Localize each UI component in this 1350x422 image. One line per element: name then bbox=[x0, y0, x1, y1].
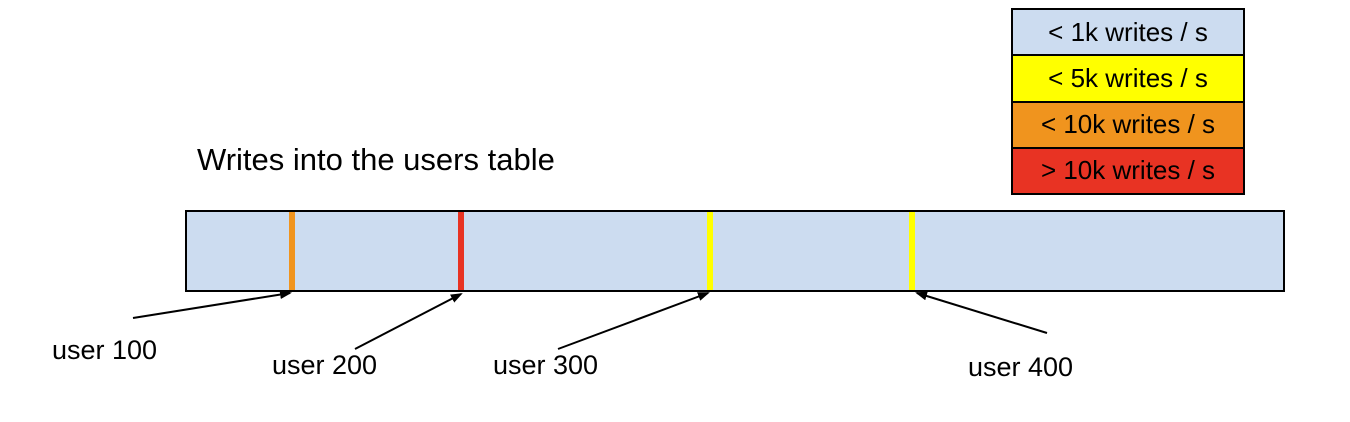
arrow-user-200 bbox=[354, 293, 463, 350]
write-hotspot-user-200 bbox=[458, 212, 464, 290]
legend-row-lt-10k: < 10k writes / s bbox=[1013, 102, 1243, 149]
legend-row-lt-1k: < 1k writes / s bbox=[1013, 10, 1243, 57]
write-hotspot-user-400 bbox=[909, 212, 915, 290]
arrow-user-100 bbox=[132, 290, 292, 319]
diagram-title: Writes into the users table bbox=[197, 142, 555, 177]
legend: < 1k writes / s < 5k writes / s < 10k wr… bbox=[1011, 8, 1245, 195]
label-user-200: user 200 bbox=[272, 350, 378, 380]
label-user-300: user 300 bbox=[493, 350, 599, 380]
label-user-100: user 100 bbox=[52, 335, 158, 365]
write-hotspot-user-100 bbox=[289, 212, 295, 290]
legend-row-gt-10k: > 10k writes / s bbox=[1013, 148, 1243, 193]
arrow-user-400 bbox=[915, 291, 1048, 334]
label-user-400: user 400 bbox=[968, 352, 1074, 382]
write-hotspot-user-300 bbox=[707, 212, 713, 290]
arrow-user-300 bbox=[557, 292, 710, 350]
legend-row-lt-5k: < 5k writes / s bbox=[1013, 56, 1243, 103]
users-table-bar bbox=[185, 210, 1285, 292]
